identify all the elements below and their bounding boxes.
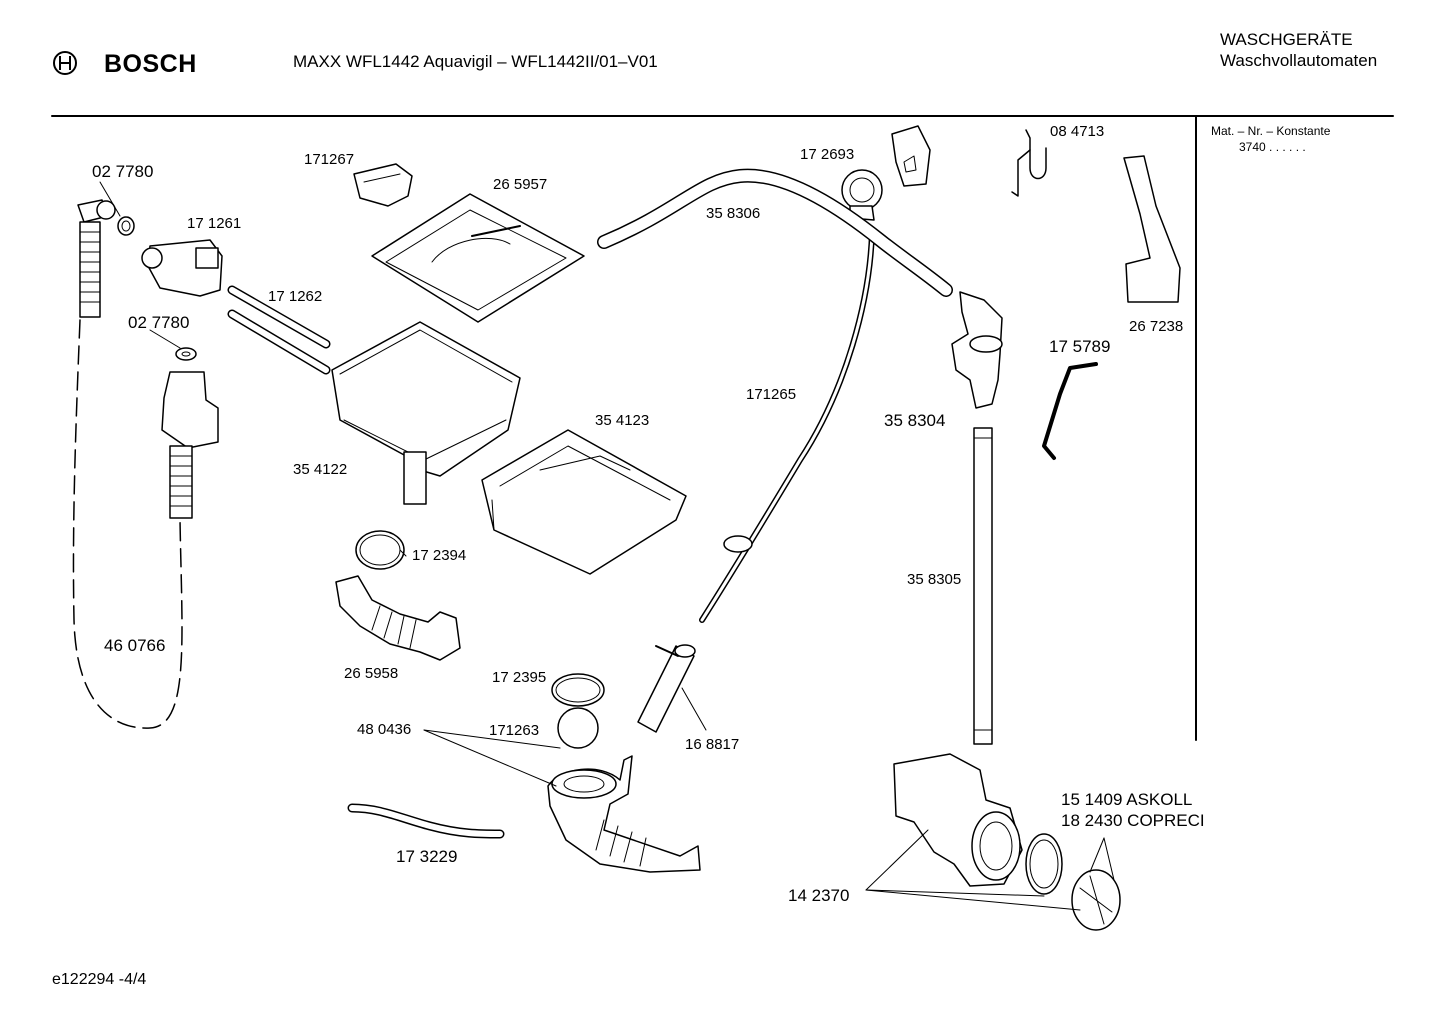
part-label: 35 8305 — [907, 571, 962, 588]
part-label: 17 1261 — [187, 215, 242, 232]
top-hose — [597, 168, 953, 297]
leader-line — [865, 829, 929, 891]
leader-line — [423, 729, 561, 749]
part-label: 48 0436 — [357, 721, 412, 738]
part-label: 15 1409 ASKOLL — [1061, 790, 1193, 809]
dispenser-housing — [331, 321, 521, 505]
seal-ring-top — [117, 216, 135, 236]
pump-filter — [1071, 869, 1121, 931]
spring-rod — [1042, 362, 1098, 460]
leader-line — [423, 729, 557, 787]
part-label: 08 4713 — [1050, 123, 1105, 140]
document-id: e122294 -4/4 — [52, 971, 147, 988]
gasket-ring-172394 — [355, 530, 405, 570]
part-label: 02 7780 — [92, 162, 154, 181]
leader-line — [865, 889, 1081, 911]
small-clip-part — [353, 163, 413, 207]
bellows-hose-265958 — [335, 575, 461, 661]
detergent-drawer — [481, 429, 687, 575]
part-label: 17 2394 — [412, 547, 467, 564]
part-label: 26 7238 — [1129, 318, 1184, 335]
subcategory-title: Waschvollautomaten — [1220, 51, 1378, 70]
part-label: 35 8306 — [706, 205, 761, 222]
part-label: 02 7780 — [128, 313, 190, 332]
seal-ring-mid — [175, 347, 197, 361]
leader-line — [1103, 837, 1115, 881]
part-label: 35 8304 — [884, 411, 946, 430]
heater-element — [637, 644, 696, 733]
inlet-hose-aquastop — [161, 371, 219, 519]
part-label: 171263 — [489, 722, 540, 739]
info-box-value: 3740 . . . . . . — [1239, 140, 1306, 154]
category-title: WASCHGERÄTE — [1220, 30, 1353, 49]
inlet-valve — [141, 239, 223, 297]
part-label: 35 4122 — [293, 461, 348, 478]
leader-line — [681, 687, 707, 731]
gasket-ring-172395 — [551, 673, 605, 707]
part-label: 14 2370 — [788, 886, 850, 905]
dispenser-cover — [371, 193, 585, 323]
part-label: 35 4123 — [595, 412, 650, 429]
drain-pump — [893, 753, 1023, 887]
part-label: 17 5789 — [1049, 337, 1111, 356]
inlet-hose-top — [77, 199, 116, 318]
info-box-label: Mat. – Nr. – Konstante — [1211, 124, 1331, 138]
dashed-hose — [72, 319, 183, 729]
part-label: 17 2693 — [800, 146, 855, 163]
leader-line — [99, 181, 121, 217]
hose-connector — [951, 291, 1003, 409]
part-label: 26 5958 — [344, 665, 399, 682]
leader-line — [865, 889, 1045, 897]
pump-seal-ring — [1025, 833, 1063, 895]
ball-valve — [557, 707, 599, 749]
part-label: 16 8817 — [685, 736, 740, 753]
part-label: 171267 — [304, 151, 355, 168]
part-label: 26 5957 — [493, 176, 548, 193]
leader-line — [399, 549, 407, 557]
brand-name: BOSCH — [104, 50, 197, 78]
part-label: 17 1262 — [268, 288, 323, 305]
drain-hose — [973, 427, 993, 745]
sump-hose — [547, 755, 701, 873]
part-label: 171265 — [746, 386, 797, 403]
leader-line — [1089, 837, 1105, 873]
part-label: 17 2395 — [492, 669, 547, 686]
part-label: 18 2430 COPRECI — [1061, 811, 1205, 830]
part-label: 46 0766 — [104, 636, 166, 655]
fork-clip — [1011, 129, 1047, 197]
mounting-bracket — [891, 125, 931, 187]
side-bracket — [1123, 155, 1181, 303]
model-title: MAXX WFL1442 Aquavigil – WFL1442II/01–V0… — [293, 52, 658, 71]
bosch-logo-icon — [53, 51, 77, 75]
leader-line — [149, 329, 181, 349]
part-label: 17 3229 — [396, 847, 458, 866]
pressure-hose — [699, 229, 875, 623]
